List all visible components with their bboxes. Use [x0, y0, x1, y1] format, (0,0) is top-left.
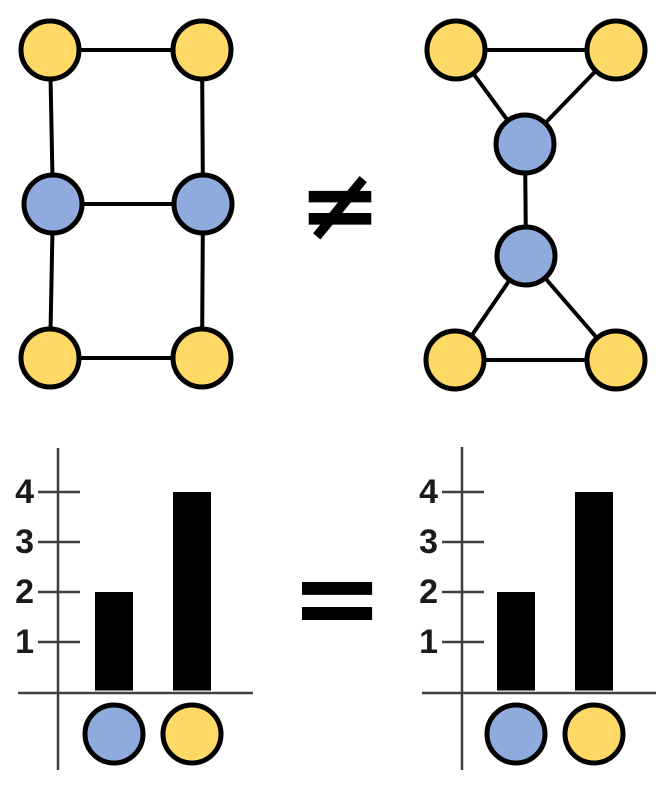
graph-node-yellow	[584, 328, 648, 392]
y-tick-label: 1	[15, 623, 34, 661]
graph-node-yellow	[170, 18, 234, 82]
y-tick-label: 3	[15, 523, 34, 561]
category-marker-blue	[484, 702, 548, 766]
y-tick-label: 4	[419, 473, 438, 511]
graph-node-yellow	[18, 326, 82, 390]
graph-node-yellow	[584, 18, 648, 82]
graph-node-yellow	[170, 326, 234, 390]
graph-node-blue	[493, 112, 557, 176]
right-histogram: 1 2 3 4	[419, 447, 656, 770]
graph-node-blue	[21, 172, 85, 236]
y-tick-label: 1	[419, 623, 438, 661]
not-equal-symbol: ≠	[298, 146, 382, 263]
histogram-bar-blue	[95, 592, 133, 691]
category-marker-blue	[82, 702, 146, 766]
graph-node-yellow	[423, 328, 487, 392]
graph-node-blue	[171, 172, 235, 236]
left-graph	[18, 18, 235, 390]
y-tick-label: 2	[15, 573, 34, 611]
y-tick-label: 4	[15, 473, 34, 511]
graph-node-blue	[494, 224, 558, 288]
histogram-bar-yellow	[575, 492, 613, 691]
histogram-bar-yellow	[173, 492, 211, 691]
left-histogram: 1 2 3 4	[15, 448, 253, 770]
histogram-bar-blue	[497, 592, 535, 691]
graph-node-yellow	[424, 18, 488, 82]
y-tick-label: 2	[419, 573, 438, 611]
equal-symbol: =	[290, 533, 384, 663]
category-marker-yellow	[160, 702, 224, 766]
graph-node-yellow	[18, 18, 82, 82]
right-graph	[423, 18, 648, 392]
y-tick-label: 3	[419, 523, 438, 561]
category-marker-yellow	[562, 702, 626, 766]
